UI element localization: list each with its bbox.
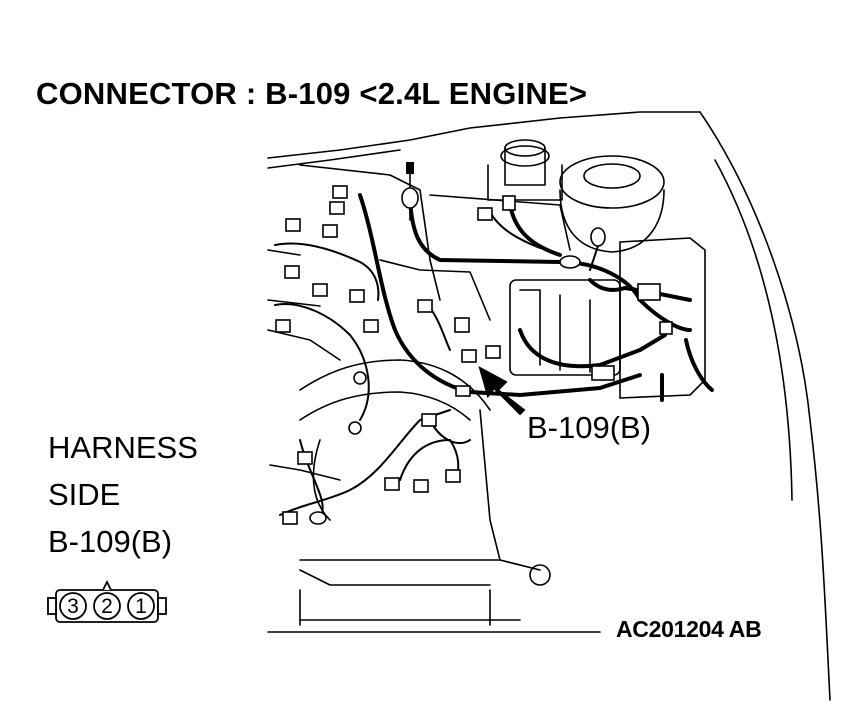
pin-1-label: 1: [135, 595, 147, 618]
sensor-plug: [406, 162, 414, 174]
callout-arrow: [478, 365, 526, 416]
connector-latch: [102, 579, 112, 591]
callout-label: B-109(B): [527, 410, 652, 445]
pin-3-label: 3: [67, 595, 79, 618]
connector-label: B-109(B): [48, 524, 173, 559]
figure-id: AC201204 AB: [616, 616, 762, 642]
pin-2-label: 2: [101, 595, 113, 618]
harness-label-line1: HARNESS: [48, 430, 198, 465]
harness-side-label: HARNESS SIDE: [48, 424, 198, 518]
diagram-title: CONNECTOR : B-109 <2.4L ENGINE>: [36, 76, 588, 111]
harness-label-line2: SIDE: [48, 477, 121, 512]
